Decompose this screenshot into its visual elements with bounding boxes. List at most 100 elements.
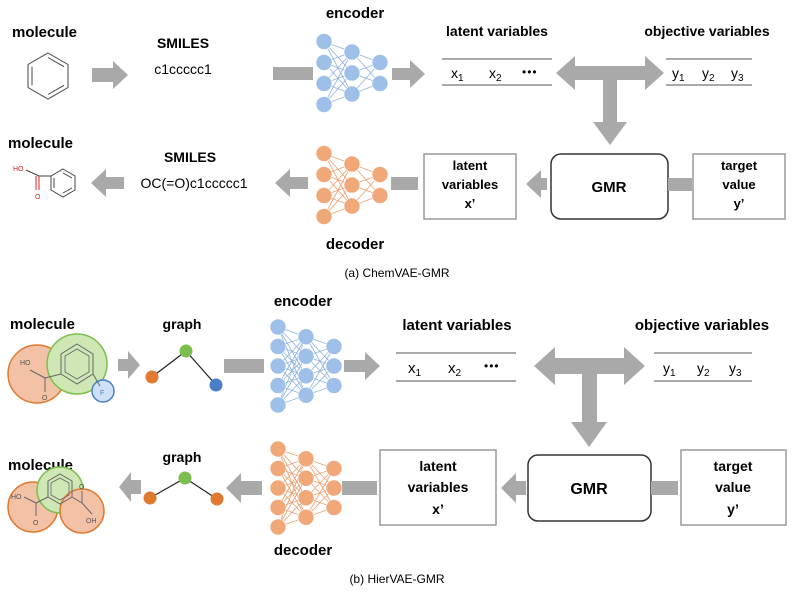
b-latent-box <box>379 449 497 526</box>
b-latent-title: latent variables <box>402 317 511 334</box>
a-caption: (a) ChemVAE-GMR <box>344 266 449 280</box>
a-arrow-down-to-gmr <box>593 80 627 145</box>
a-smiles-out-title: SMILES <box>164 149 216 165</box>
a-molecule-in-label: molecule <box>12 24 77 41</box>
a-target-box <box>692 153 786 220</box>
a-arrow-decoder-to-smiles <box>275 169 308 197</box>
a-encoder-node <box>343 85 361 103</box>
a-encoder-label: encoder <box>326 5 385 22</box>
a-decoder-node <box>315 166 333 183</box>
b-latent-ellipsis: ••• <box>484 359 500 373</box>
b-double-arrow-latent-objective <box>534 347 645 385</box>
a-arrow-target-to-gmr <box>668 178 692 191</box>
a-latent-box-line2: variables <box>442 177 498 192</box>
b-target-line3: y’ <box>727 501 739 517</box>
svg-text:F: F <box>100 390 104 397</box>
a-latent-ellipsis: ••• <box>522 65 538 79</box>
svg-text:HO: HO <box>11 494 22 501</box>
a-decoder-node <box>343 176 361 194</box>
b-molecule-in-label: molecule <box>10 316 75 333</box>
b-encoder-node <box>297 347 315 365</box>
a-encoder-node <box>343 64 361 82</box>
b-latent-box-line3: x’ <box>432 501 444 517</box>
b-objective-y1: y1 <box>663 360 676 379</box>
a-objective-y3: y3 <box>731 65 744 84</box>
a-benzene-inner-bonds <box>31 57 65 95</box>
b-arrow-graph-to-encoder <box>224 359 264 373</box>
b-objective-y2: y2 <box>697 360 710 379</box>
b-decoder-node <box>269 518 287 536</box>
b-arrow-down-to-gmr <box>571 374 607 447</box>
b-decoder-node <box>325 479 343 497</box>
b-encoder-edge <box>277 356 307 406</box>
b-graph-in-label: graph <box>163 316 202 332</box>
b-graph-out-node-orange-left <box>143 491 157 505</box>
b-graph-out-node-orange-right <box>210 492 224 506</box>
b-decoder-node <box>297 450 315 468</box>
b-decoder-network <box>269 440 343 536</box>
svg-text:O: O <box>42 395 48 402</box>
a-arrow-encoder-to-latent <box>392 60 425 88</box>
b-encoder-node <box>325 377 343 394</box>
a-smiles-in-title: SMILES <box>157 35 209 51</box>
b-target-line1: target <box>714 458 753 474</box>
b-encoder-label: encoder <box>274 293 333 310</box>
b-gmr-label: GMR <box>570 481 608 498</box>
a-decoder-node <box>315 208 333 225</box>
b-decoder-node <box>297 508 315 526</box>
b-arrow-gmr-to-latent-box <box>501 473 526 503</box>
b-encoder-node <box>297 367 315 385</box>
b-graph-in-node-blue <box>209 378 223 392</box>
b-encoder-node <box>269 357 287 375</box>
b-encoder-node <box>297 328 315 346</box>
a-arrow-gmr-to-latent-box <box>526 170 547 198</box>
a-encoder-node <box>315 96 333 113</box>
b-objective-title: objective variables <box>635 317 769 334</box>
a-objective-y1: y1 <box>672 65 685 84</box>
a-target-line3: y’ <box>734 196 745 211</box>
b-decoder-node <box>325 460 343 477</box>
b-graph-out-label: graph <box>163 449 202 465</box>
a-decoder-label: decoder <box>326 236 385 253</box>
b-encoder-node <box>325 357 343 375</box>
a-benzene-structure <box>27 52 69 100</box>
b-graph-in-node-orange <box>145 370 159 384</box>
a-latent-x2: x2 <box>489 65 502 84</box>
svg-text:HO: HO <box>20 360 31 367</box>
b-decoder-label: decoder <box>274 542 333 559</box>
svg-text:O: O <box>33 520 39 527</box>
b-decoder-node <box>269 460 287 477</box>
svg-text:O: O <box>79 484 85 491</box>
a-decoder-node <box>371 187 389 204</box>
b-arrow-encoder-to-latent <box>344 352 380 380</box>
a-latent-box-line3: x’ <box>465 196 476 211</box>
b-decoder-edge <box>277 458 307 528</box>
a-decoder-node <box>343 155 361 173</box>
b-encoder-edge <box>305 346 335 396</box>
b-decoder-node <box>269 440 287 458</box>
b-arrow-latent-box-to-decoder <box>342 481 377 495</box>
b-latent-box-line2: variables <box>408 479 469 495</box>
b-encoder-node <box>269 318 287 336</box>
b-graph-out <box>143 471 224 506</box>
b-encoder-node <box>325 338 343 355</box>
a-arrow-smiles-to-encoder <box>273 67 313 80</box>
svg-text:HO: HO <box>13 166 24 173</box>
a-smiles-out-value: OC(=O)c1ccccc1 <box>141 175 248 191</box>
a-encoder-node <box>315 75 333 92</box>
a-decoder-node <box>343 197 361 215</box>
b-graph-in-node-green <box>179 344 193 358</box>
a-objective-y2: y2 <box>702 65 715 84</box>
a-decoder-edge <box>323 163 353 217</box>
b-target-line2: value <box>715 479 751 495</box>
a-target-line2: value <box>722 177 755 192</box>
b-encoder-node <box>269 377 287 394</box>
a-encoder-node <box>343 43 361 61</box>
b-latent-box-line1: latent <box>419 458 457 474</box>
b-decoder-edge <box>277 458 307 508</box>
a-encoder-network <box>315 33 389 113</box>
a-arrow-molecule-to-smiles <box>92 61 128 89</box>
b-arrow-decoder-to-graph <box>226 473 262 503</box>
b-encoder-node <box>269 338 287 355</box>
